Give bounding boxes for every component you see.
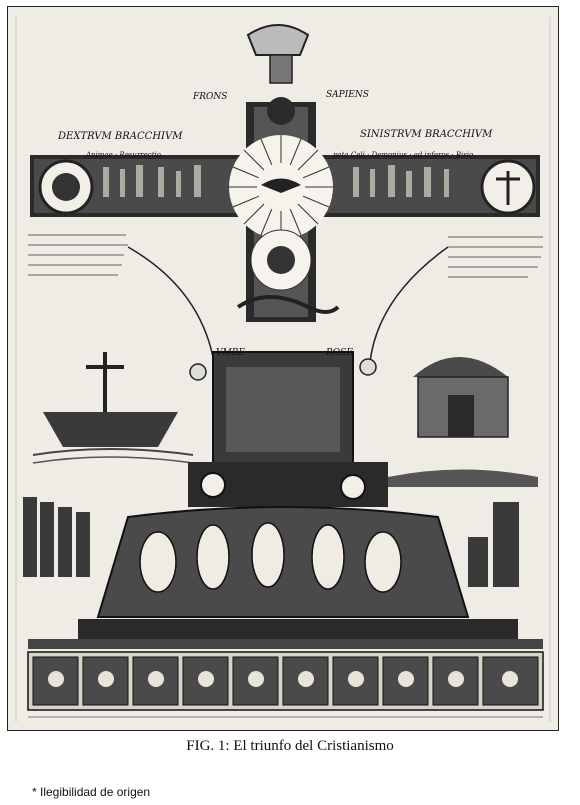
left-arm-label: SINISTRVM BRACCHIVM [360, 129, 493, 140]
right-inscription [448, 236, 543, 278]
crowd-left [23, 497, 90, 577]
serpent [236, 295, 340, 314]
temple-scene [388, 357, 538, 487]
pillar-label-left: VMBE [216, 348, 245, 358]
pillar-label-right: ROSE [325, 348, 353, 358]
right-arm-label: DEXTRVM BRACCHIVM [57, 131, 183, 142]
crowd-right [468, 502, 519, 587]
plinth [78, 619, 518, 639]
top-hand [246, 24, 310, 84]
central-altar: VMBE ROSE [189, 348, 377, 468]
arm-subline-right: pata Celi · Demonius · ad inferos · Bisi… [333, 151, 473, 159]
figure-title: El triunfo del Cristianismo [233, 738, 394, 754]
engraving-figure: FRONS SAPIENS DEXTRVM BRACCHIVM SINISTRV… [7, 6, 559, 731]
main-base [96, 506, 470, 618]
footnote: * Ilegibilidad de origen [32, 785, 151, 799]
lower-radiance [250, 229, 312, 291]
ship-scene [32, 352, 194, 464]
figure-number: FIG. 1: [186, 738, 230, 754]
sapiens-label: SAPIENS [326, 90, 369, 100]
frons-label: FRONS [192, 92, 227, 102]
radiant-dove [229, 135, 333, 239]
left-inscription [28, 234, 128, 276]
arm-subline-left: Animae · Resurrectio [85, 151, 161, 159]
head-figure [267, 97, 295, 125]
bottom-panels [27, 651, 544, 711]
engraving-illustration: FRONS SAPIENS DEXTRVM BRACCHIVM SINISTRV… [8, 7, 558, 730]
figure-caption: FIG. 1: El triunfo del Cristianismo [0, 738, 580, 755]
